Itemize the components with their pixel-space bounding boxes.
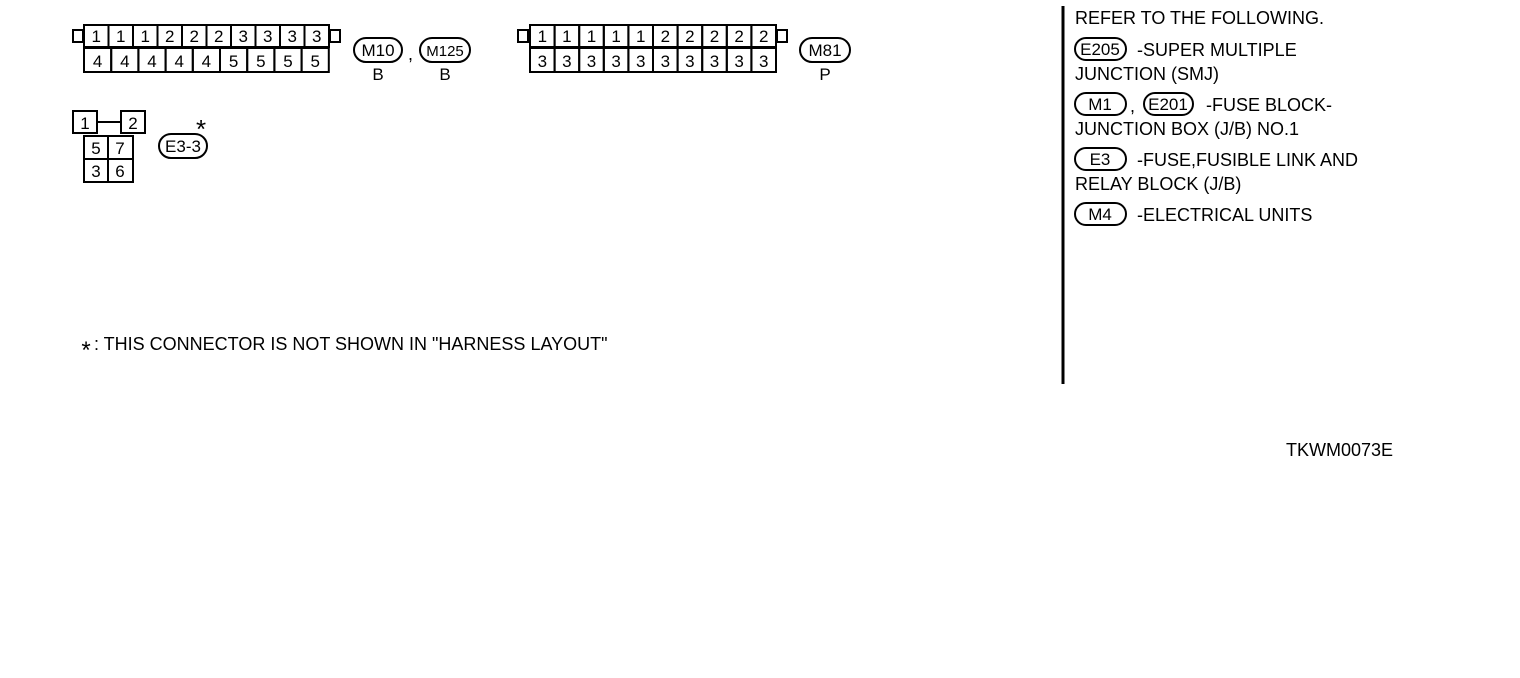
pin-label: 3: [263, 27, 272, 46]
connector-id-e3-3: * E3-3: [158, 114, 208, 159]
connector-code: M10: [361, 41, 394, 60]
pin-label: 7: [115, 139, 124, 158]
connector-code: E3-3: [165, 137, 201, 156]
connector-cell: [300, 47, 330, 73]
pin-label: 3: [710, 52, 719, 71]
pin-label: 2: [165, 27, 174, 46]
pin-label: 4: [174, 52, 183, 71]
reference-item-smj: E205 -SUPER MULTIPLE JUNCTION (SMJ): [1074, 37, 1297, 84]
reference-desc: JUNCTION (SMJ): [1075, 64, 1219, 84]
connector-id-m81: M81 P: [799, 37, 851, 84]
reference-item-fusible-link: E3 -FUSE,FUSIBLE LINK AND RELAY BLOCK (J…: [1074, 147, 1358, 194]
connector-code: M81: [808, 41, 841, 60]
pin-label: 1: [141, 27, 150, 46]
connector-latch-left: [72, 29, 84, 43]
pin-label: 1: [116, 27, 125, 46]
reference-code: M4: [1088, 205, 1112, 224]
connector-separator: ,: [408, 44, 413, 64]
pin-label: 3: [587, 52, 596, 71]
pin-label: 4: [202, 52, 211, 71]
pin-label: 3: [759, 52, 768, 71]
pin-label: 4: [147, 52, 156, 71]
pin-label: 2: [759, 27, 768, 46]
reference-item-electrical-units: M4 -ELECTRICAL UNITS: [1074, 202, 1312, 226]
connector-id-m125: M125 B: [419, 37, 471, 84]
reference-code: M1: [1088, 95, 1112, 114]
pin-label: 3: [312, 27, 321, 46]
reference-code: E3: [1090, 150, 1111, 169]
pin-label: 1: [80, 114, 89, 133]
pin-label: 5: [310, 52, 319, 71]
pin-label: 3: [611, 52, 620, 71]
reference-desc: -FUSE,FUSIBLE LINK AND: [1137, 150, 1358, 170]
pin-label: 6: [115, 162, 124, 181]
reference-desc: RELAY BLOCK (J/B): [1075, 174, 1241, 194]
pin-label: 5: [229, 52, 238, 71]
reference-desc: -ELECTRICAL UNITS: [1137, 205, 1312, 225]
reference-desc: -SUPER MULTIPLE: [1137, 40, 1297, 60]
pin-label: 2: [128, 114, 137, 133]
pin-label: 2: [190, 27, 199, 46]
pin-label: 3: [538, 52, 547, 71]
footnote-mark: *: [81, 337, 90, 364]
figure-id: TKWM0073E: [1286, 440, 1393, 460]
pin-label: 2: [661, 27, 670, 46]
pin-label: 4: [93, 52, 102, 71]
pin-label: 5: [283, 52, 292, 71]
connector-color: B: [372, 65, 383, 84]
pin-label: 4: [120, 52, 129, 71]
reference-item-fuse-block: M1 , E201 -FUSE BLOCK- JUNCTION BOX (J/B…: [1074, 92, 1332, 139]
pin-label: 1: [538, 27, 547, 46]
reference-desc: -FUSE BLOCK-: [1206, 95, 1332, 115]
connector-color: B: [439, 65, 450, 84]
pin-label: 5: [91, 139, 100, 158]
reference-panel: REFER TO THE FOLLOWING. E205 -SUPER MULT…: [1074, 8, 1358, 226]
reference-code: E201: [1148, 95, 1188, 114]
pin-label: 1: [587, 27, 596, 46]
pin-label: 3: [91, 162, 100, 181]
reference-separator: ,: [1130, 96, 1135, 116]
reference-code: E205: [1080, 40, 1120, 59]
footnote-text: : THIS CONNECTOR IS NOT SHOWN IN "HARNES…: [94, 334, 608, 354]
pin-label: 2: [734, 27, 743, 46]
pin-label: 1: [562, 27, 571, 46]
connector-e3-3: 1 2 5 7 3 6: [72, 110, 146, 183]
asterisk-mark: *: [196, 114, 206, 144]
pin-label: 2: [685, 27, 694, 46]
pin-label: 3: [685, 52, 694, 71]
connector-latch-right: [329, 29, 341, 43]
connector-color: P: [819, 65, 830, 84]
reference-desc: JUNCTION BOX (J/B) NO.1: [1075, 119, 1299, 139]
pin-label: 5: [256, 52, 265, 71]
connector-cell: [750, 47, 778, 73]
connector-id-m10: M10 B: [353, 37, 403, 84]
footnote: * : THIS CONNECTOR IS NOT SHOWN IN "HARN…: [81, 334, 607, 364]
connector-cell: [107, 158, 134, 183]
pin-label: 3: [734, 52, 743, 71]
pin-label: 3: [288, 27, 297, 46]
pin-label: 3: [239, 27, 248, 46]
pin-label: 3: [661, 52, 670, 71]
connector-latch-right: [776, 29, 788, 43]
reference-heading: REFER TO THE FOLLOWING.: [1075, 8, 1324, 28]
pin-label: 1: [92, 27, 101, 46]
pin-label: 1: [611, 27, 620, 46]
connector-latch-left: [517, 29, 529, 43]
pin-label: 2: [214, 27, 223, 46]
pin-label: 1: [636, 27, 645, 46]
connector-code: M125: [426, 43, 464, 60]
pin-label: 3: [562, 52, 571, 71]
pin-label: 3: [636, 52, 645, 71]
pin-label: 2: [710, 27, 719, 46]
connector-cell: [120, 110, 146, 134]
